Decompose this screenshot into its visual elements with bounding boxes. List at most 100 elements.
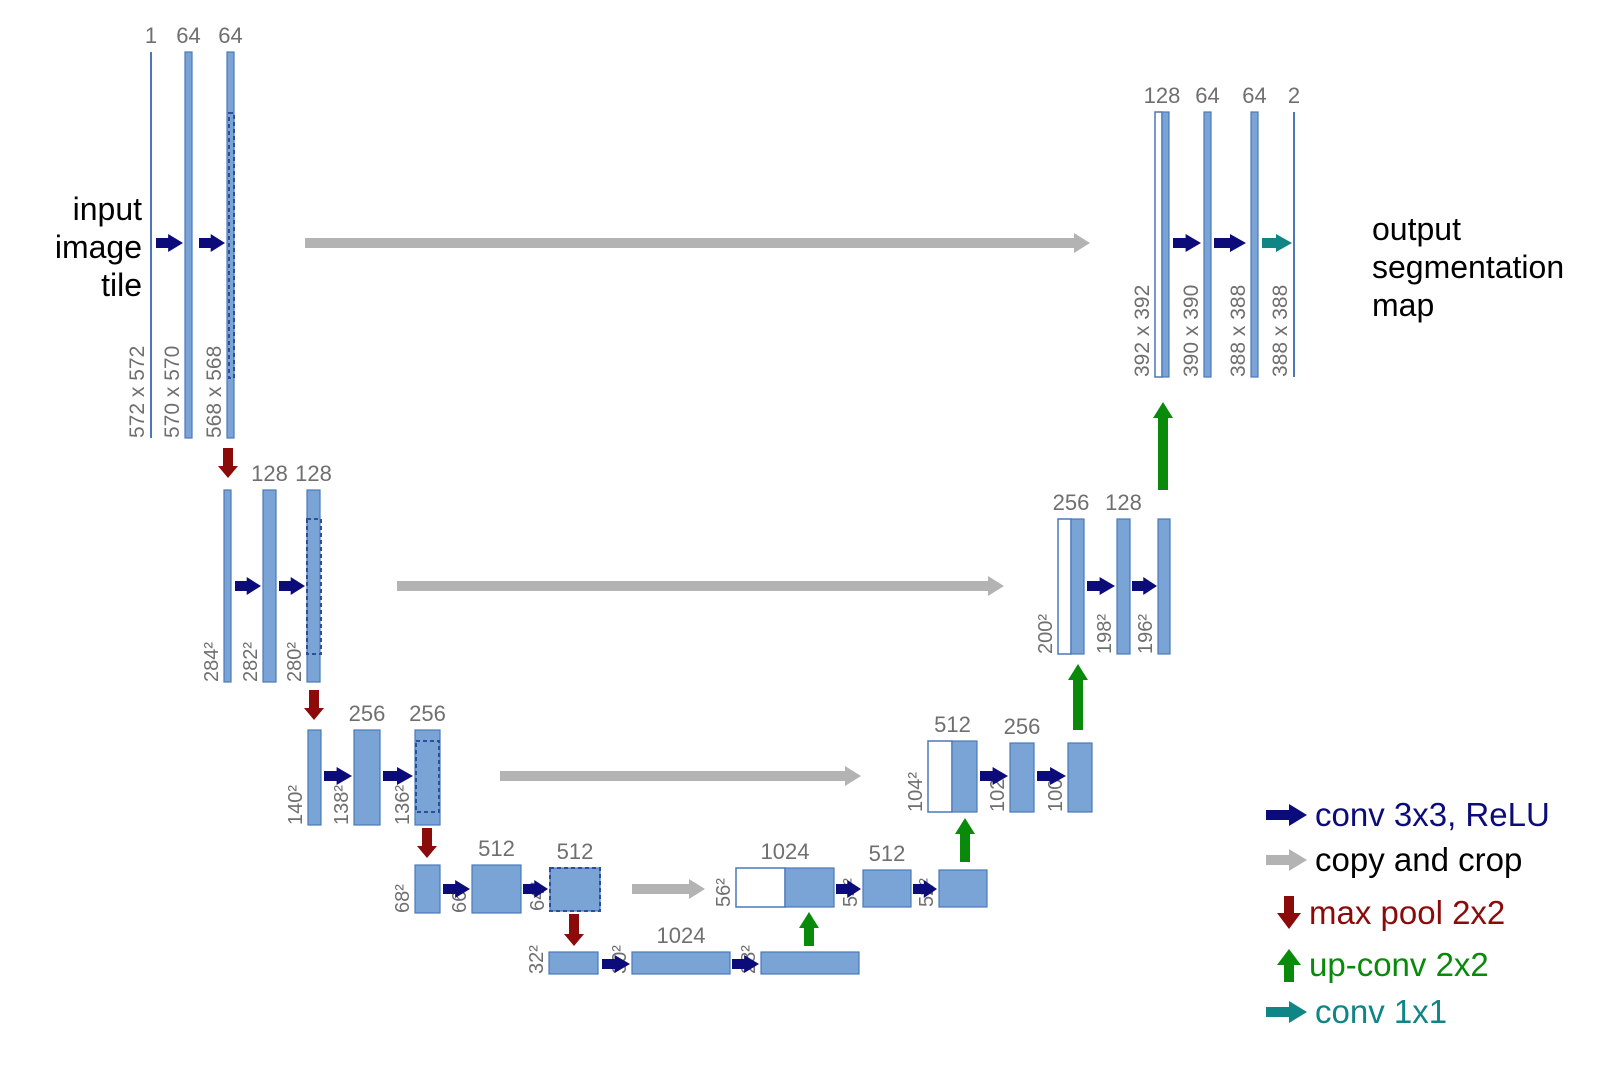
channel-count-label: 64 bbox=[1195, 83, 1219, 108]
conv-arrow bbox=[235, 577, 261, 595]
input-label: input image tile bbox=[30, 190, 142, 304]
spatial-size-label: 388 x 388 bbox=[1269, 285, 1292, 377]
feature-map-block bbox=[1250, 111, 1259, 378]
legend-label-pool: max pool 2x2 bbox=[1309, 894, 1506, 931]
channel-count-label: 256 bbox=[1053, 490, 1090, 515]
crop-region-outline bbox=[228, 112, 235, 379]
feature-map-block bbox=[548, 951, 599, 975]
conv1x1-arrow bbox=[1262, 234, 1292, 252]
crop-region-outline bbox=[415, 740, 440, 813]
feature-map-block bbox=[951, 740, 978, 813]
feature-map-block bbox=[307, 729, 322, 826]
spatial-size-label: 282² bbox=[240, 642, 262, 682]
feature-map-block bbox=[1067, 742, 1093, 813]
conv-arrow bbox=[913, 880, 937, 898]
output-label: output segmentation map bbox=[1372, 210, 1612, 324]
spatial-size-label: 200² bbox=[1035, 614, 1057, 654]
spatial-size-label: 388 x 388 bbox=[1227, 285, 1250, 377]
feature-map-block bbox=[1070, 518, 1085, 655]
channel-count-label: 1024 bbox=[761, 839, 810, 864]
spatial-size-label: 136² bbox=[392, 785, 414, 825]
copy-crop-arrow bbox=[397, 576, 1004, 596]
legend-item-conv: conv 3x3, ReLU bbox=[1265, 795, 1550, 835]
spatial-size-label: 138² bbox=[331, 785, 353, 825]
conv-arrow bbox=[1132, 577, 1157, 595]
feature-map-block bbox=[414, 864, 441, 914]
channel-count-label: 64 bbox=[1242, 83, 1266, 108]
spatial-size-label: 572 x 572 bbox=[126, 346, 149, 438]
spatial-size-label: 280² bbox=[284, 642, 306, 682]
feature-map-block bbox=[862, 869, 912, 908]
spatial-size-label: 32² bbox=[526, 945, 548, 974]
channel-count-label: 256 bbox=[409, 701, 446, 726]
conv-arrow bbox=[602, 955, 630, 973]
conv1x1-arrow-icon bbox=[1266, 1001, 1307, 1023]
feature-map-block bbox=[1116, 518, 1131, 655]
output-label-line: output bbox=[1372, 211, 1461, 247]
spatial-size-label: 390 x 390 bbox=[1180, 285, 1203, 377]
input-label-line: image bbox=[54, 229, 142, 265]
cropped-copy-block bbox=[1057, 518, 1072, 655]
conv-arrow-icon bbox=[1266, 804, 1307, 826]
channel-count-label: 128 bbox=[1105, 490, 1142, 515]
conv-arrow bbox=[383, 767, 413, 785]
conv-arrow bbox=[1173, 234, 1201, 252]
conv-arrow bbox=[443, 880, 470, 898]
feature-map-block bbox=[353, 729, 381, 826]
channel-count-label: 2 bbox=[1288, 83, 1300, 108]
conv-arrow bbox=[156, 234, 183, 252]
conv-arrow bbox=[523, 880, 548, 898]
upconv-arrow bbox=[955, 818, 975, 862]
feature-map-block bbox=[1203, 111, 1212, 378]
legend-label-copy: copy and crop bbox=[1315, 841, 1523, 878]
channel-count-label: 256 bbox=[1004, 714, 1041, 739]
channel-count-label: 1 bbox=[145, 23, 157, 48]
channel-count-label: 128 bbox=[1144, 83, 1181, 108]
legend-label-upconv: up-conv 2x2 bbox=[1309, 946, 1489, 983]
conv-arrow bbox=[732, 955, 759, 973]
spatial-size-label: 68² bbox=[392, 884, 414, 913]
channel-count-label: 256 bbox=[349, 701, 386, 726]
input-label-line: tile bbox=[101, 267, 142, 303]
down-arrow-icon bbox=[1277, 896, 1301, 929]
output-label-line: segmentation bbox=[1372, 249, 1565, 285]
channel-count-label: 512 bbox=[934, 712, 971, 737]
spatial-size-label: 198² bbox=[1094, 614, 1116, 654]
channel-count-label: 64 bbox=[218, 23, 242, 48]
feature-map-block bbox=[223, 489, 232, 683]
feature-map-block bbox=[262, 489, 277, 683]
conv-arrow bbox=[1087, 577, 1115, 595]
feature-map-block bbox=[471, 864, 522, 914]
input-label-line: input bbox=[72, 191, 142, 227]
legend-item-conv1x1: conv 1x1 bbox=[1265, 992, 1447, 1032]
feature-map-block bbox=[1157, 518, 1171, 655]
spatial-size-label: 140² bbox=[285, 785, 307, 825]
spatial-size-label: 568 x 568 bbox=[203, 346, 226, 438]
feature-map-block bbox=[1161, 111, 1170, 378]
channel-count-label: 512 bbox=[869, 841, 906, 866]
output-label-line: map bbox=[1372, 287, 1435, 323]
feature-map-block bbox=[414, 729, 441, 826]
spatial-size-label: 284² bbox=[201, 642, 223, 682]
cropped-copy-block bbox=[735, 867, 786, 908]
upconv-arrow bbox=[1068, 664, 1088, 730]
channel-count-label: 512 bbox=[478, 836, 515, 861]
copy-crop-arrow bbox=[500, 766, 861, 786]
legend-item-pool: max pool 2x2 bbox=[1265, 893, 1505, 933]
feature-map-block bbox=[631, 951, 731, 975]
channel-count-label: 64 bbox=[176, 23, 200, 48]
legend-item-upconv: up-conv 2x2 bbox=[1265, 945, 1489, 985]
channel-count-label: 512 bbox=[557, 839, 594, 864]
feature-map-block bbox=[784, 867, 835, 908]
maxpool-arrow bbox=[304, 690, 324, 720]
maxpool-arrow bbox=[417, 828, 437, 858]
spatial-size-label: 392 x 392 bbox=[1131, 285, 1154, 377]
maxpool-arrow bbox=[218, 448, 238, 478]
conv-arrow bbox=[1037, 767, 1066, 785]
channel-count-label: 1024 bbox=[657, 923, 706, 948]
conv-arrow bbox=[1214, 234, 1246, 252]
cropped-copy-block bbox=[1154, 111, 1163, 378]
cropped-copy-block bbox=[927, 740, 953, 813]
crop-region-outline bbox=[306, 518, 322, 655]
